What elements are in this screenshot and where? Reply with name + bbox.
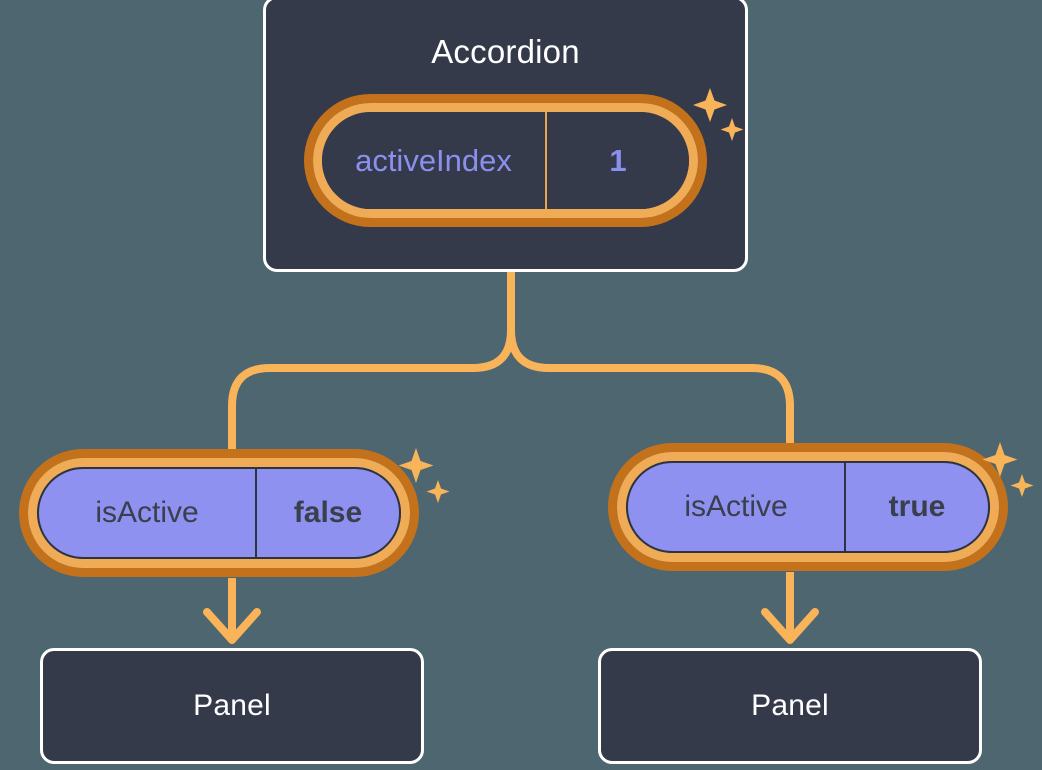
state-pill-is-active-right[interactable]: isActive true [617,452,999,562]
state-key-label: activeIndex [322,112,547,209]
state-value-label: 1 [609,142,627,178]
state-value-label: false [293,496,363,529]
connector-right-branch [507,268,794,466]
state-key-label: isActive [628,463,846,551]
panel-title: Panel [193,689,271,722]
arrow-left-panel [203,578,261,644]
state-pill-inner: isActive true [626,461,990,553]
accordion-title: Accordion [431,33,580,70]
state-value-label: true [888,490,946,523]
arrow-right-panel [761,572,819,644]
state-pill-is-active-left[interactable]: isActive false [28,458,410,568]
state-pill-active-index[interactable]: activeIndex 1 [313,103,698,218]
panel-component-box-right[interactable]: Panel [598,648,982,764]
panel-title: Panel [751,689,829,722]
state-key-label: isActive [39,469,257,557]
state-pill-inner: activeIndex 1 [322,112,689,209]
connector-left-branch [228,268,515,466]
state-pill-inner: isActive false [37,467,401,559]
panel-component-box-left[interactable]: Panel [40,648,424,764]
